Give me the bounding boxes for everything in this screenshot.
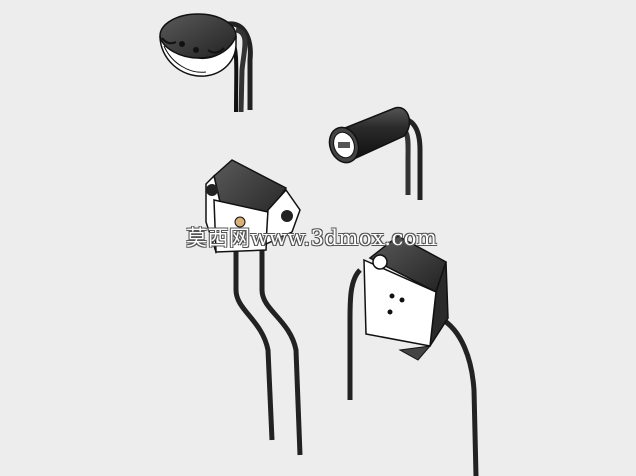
watermark-text: 莫西网www.3dmox.com	[186, 226, 438, 250]
lamp-holder-square-right	[347, 235, 479, 476]
lamp-holder-round	[159, 13, 253, 113]
lamp-holder-square-center	[205, 159, 303, 456]
lamp-holder-cylinder	[328, 106, 423, 200]
